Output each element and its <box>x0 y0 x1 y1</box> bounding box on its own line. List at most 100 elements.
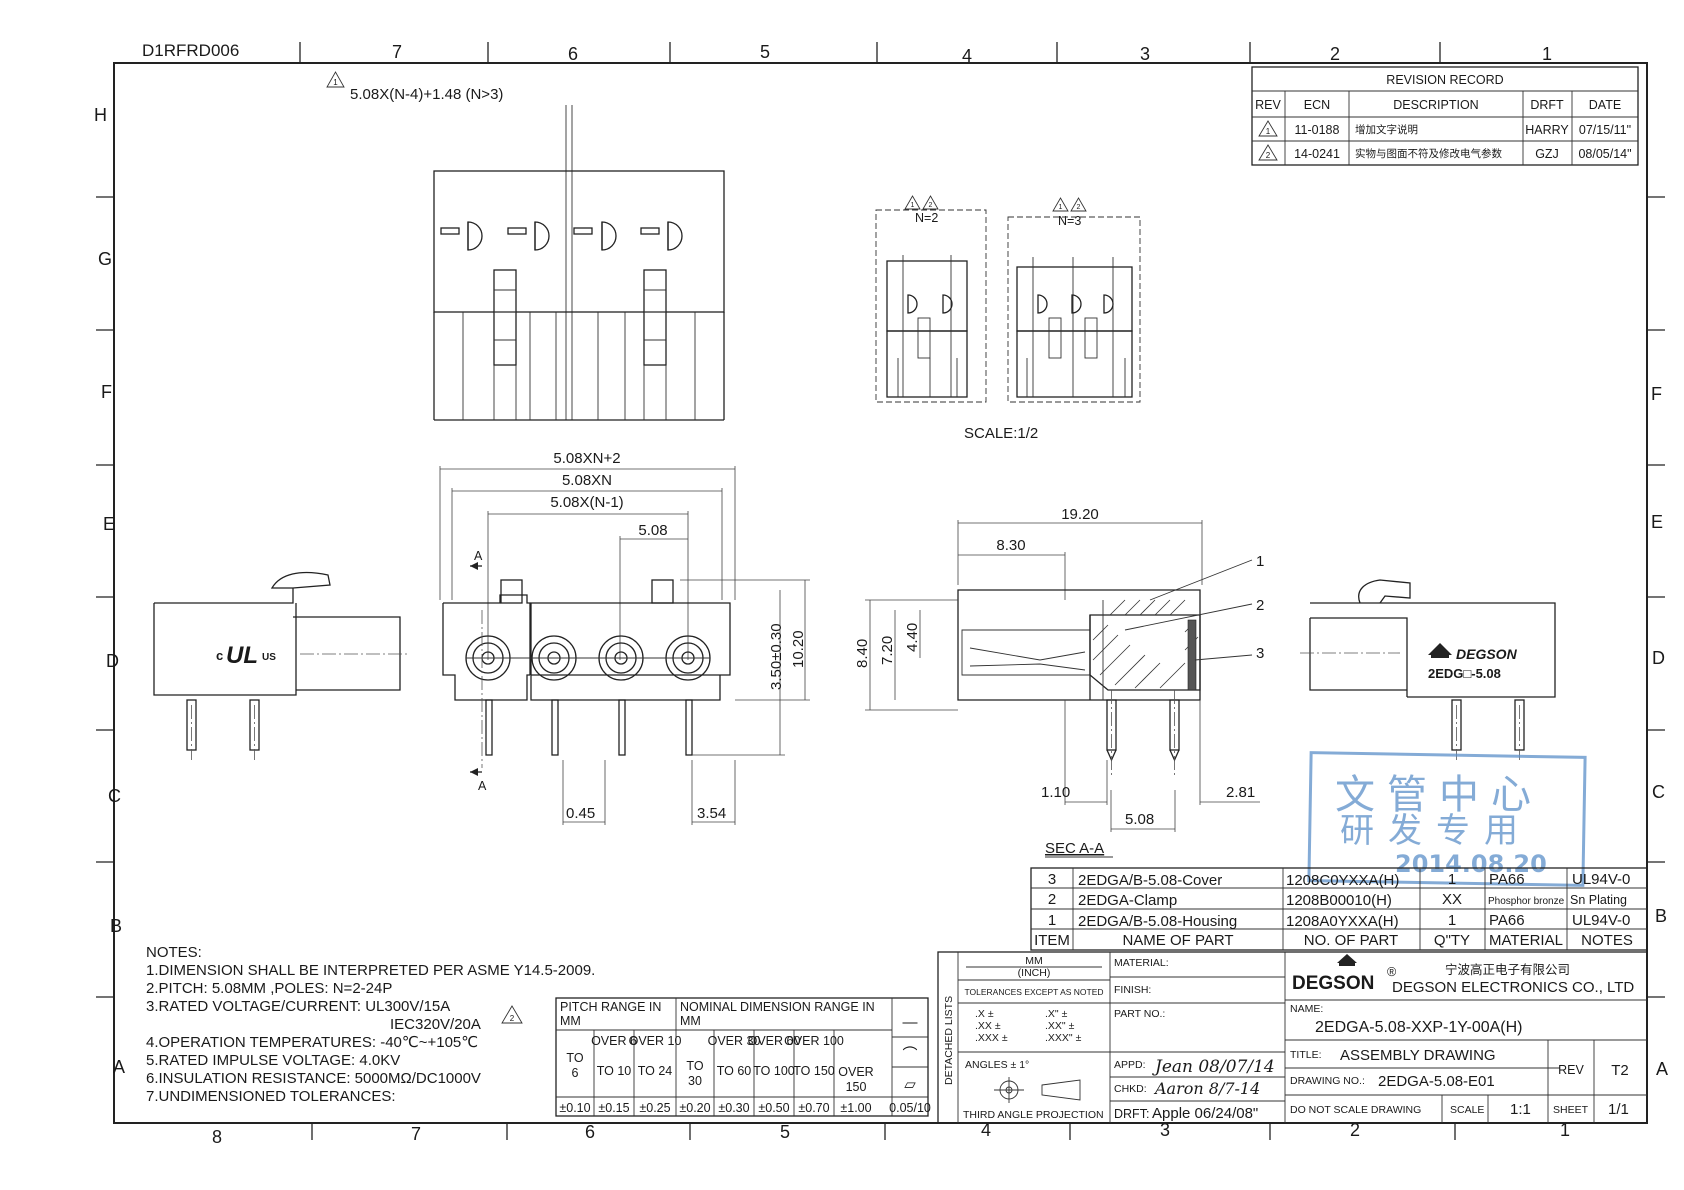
checked-signature: Aaron 8/7-14 <box>1153 1079 1260 1098</box>
tol-nom-col-3-top: OVER 60 <box>748 1034 801 1048</box>
bottom-col-4: 4 <box>981 1120 991 1140</box>
revision-row: 2 14-0241 实物与图面不符及修改电气参数 GZJ 08/05/14" <box>1258 144 1632 161</box>
tol-nom-col-5-tol: ±1.00 <box>840 1101 871 1115</box>
part-1-no: 1208A0YXXA(H) <box>1286 913 1399 930</box>
part-3-no: 1208C0YXXA(H) <box>1286 872 1399 889</box>
left-zone-labels: H G F E D C B A <box>94 105 125 1077</box>
variant-n2-view: 1 2 N=2 <box>875 195 987 403</box>
right-zone-labels: F E D C B A <box>1647 196 1668 1079</box>
company-name-en: DEGSON ELECTRONICS CO., LTD <box>1392 979 1634 996</box>
tol-xx-inch: .XX" ± <box>1045 1020 1075 1032</box>
tol-nom-col-5-bot: 150 <box>846 1080 867 1094</box>
parts-list: 3 2EDGA/B-5.08-Cover 1208C0YXXA(H) 1 PA6… <box>1030 867 1648 951</box>
parts-header-notes: NOTES <box>1581 932 1633 949</box>
part-2-name: 2EDGA-Clamp <box>1078 892 1177 909</box>
dim-sec-840: 8.40 <box>854 639 871 668</box>
tol-pitch-col-3-tol: ±0.25 <box>639 1101 670 1115</box>
part-3-name: 2EDGA/B-5.08-Cover <box>1078 872 1222 889</box>
tolerance-table: PITCH RANGE IN MM NOMINAL DIMENSION RANG… <box>555 997 931 1117</box>
parts-row: 3 2EDGA/B-5.08-Cover 1208C0YXXA(H) 1 PA6… <box>1048 871 1631 889</box>
dim-sec-281: 2.81 <box>1226 784 1255 801</box>
note-6: 6.INSULATION RESISTANCE: 5000MΩ/DC1000V <box>146 1070 481 1087</box>
parts-row: 1 2EDGA/B-5.08-Housing 1208A0YXXA(H) 1 P… <box>1048 912 1631 930</box>
right-row-b: B <box>1655 906 1667 926</box>
scale-label: SCALE <box>1450 1104 1484 1116</box>
units-mm: MM <box>1025 955 1043 967</box>
left-row-b: B <box>110 916 122 936</box>
drawing-no-value: 2EDGA-5.08-E01 <box>1378 1073 1495 1090</box>
section-a-a-view: 19.20 8.30 1 2 3 8.40 <box>854 506 1264 858</box>
tol-pitch-col-3-top: OVER 10 <box>629 1034 682 1048</box>
top-col-6: 6 <box>568 44 578 64</box>
rev-row-1-rev: 1 <box>1266 127 1271 136</box>
dim-sec-length: 19.20 <box>1061 506 1099 523</box>
bottom-col-1: 1 <box>1560 1120 1570 1140</box>
parts-header-qty: Q"TY <box>1434 932 1470 949</box>
dim-pitch: 5.08 <box>638 522 667 539</box>
part-2-notes: Sn Plating <box>1570 893 1627 907</box>
rev-header-date: DATE <box>1589 98 1621 112</box>
tol-profile-symbol: ⌒ <box>902 1046 917 1063</box>
rev-row-1-date: 07/15/11" <box>1579 123 1631 137</box>
part-1-qty: 1 <box>1448 912 1456 929</box>
material-label: MATERIAL: <box>1114 957 1169 969</box>
variant-n2-label: N=2 <box>915 211 938 225</box>
checked-label: CHKD: <box>1114 1083 1147 1095</box>
part-2-material: Phosphor bronze <box>1488 896 1565 907</box>
note-3: 3.RATED VOLTAGE/CURRENT: UL300V/15A <box>146 998 450 1015</box>
svg-text:1: 1 <box>1059 204 1063 211</box>
tol-x: .X ± <box>975 1008 994 1020</box>
rev-row-2-desc: 实物与图面不符及修改电气参数 <box>1355 147 1502 160</box>
note-1: 1.DIMENSION SHALL BE INTERPRETED PER ASM… <box>146 962 595 979</box>
revision-record: REVISION RECORD REV ECN DESCRIPTION DRFT… <box>1251 66 1639 166</box>
top-zone-labels: 7 6 5 4 3 2 1 <box>299 42 1552 66</box>
section-mark-top: A <box>474 549 483 563</box>
right-row-f: F <box>1651 384 1662 404</box>
tol-nom-col-4-top: OVER 100 <box>784 1034 844 1048</box>
variant-n3-view: 1 2 N=3 <box>1007 197 1141 403</box>
rev-row-1-ecn: 11-0188 <box>1295 123 1340 137</box>
tol-nom-col-4-bot: TO 150 <box>793 1064 835 1078</box>
right-row-a: A <box>1656 1059 1668 1079</box>
callout-2: 2 <box>1256 597 1264 614</box>
approved-signature: Jean 08/07/14 <box>1152 1057 1275 1077</box>
tol-nom-col-1-bot: 30 <box>688 1074 702 1088</box>
tol-nom-col-2-bot: TO 60 <box>717 1064 752 1078</box>
parts-header-no: NO. OF PART <box>1304 932 1398 949</box>
rev-label: REV <box>1558 1063 1584 1077</box>
dim-pitch-n1: 5.08X(N-1) <box>550 494 623 511</box>
tol-nom-col-3-bot: TO 100 <box>753 1064 795 1078</box>
part-1-name: 2EDGA/B-5.08-Housing <box>1078 913 1237 930</box>
note-3b: IEC320V/20A <box>390 1016 481 1033</box>
dim-sec-508: 5.08 <box>1125 811 1154 828</box>
left-row-c: C <box>108 786 121 806</box>
left-row-h: H <box>94 105 107 125</box>
bottom-col-5: 5 <box>780 1122 790 1142</box>
tol-nom-col-4-tol: ±0.70 <box>798 1101 829 1115</box>
title-label: TITLE: <box>1290 1049 1322 1061</box>
dim-sec-830: 8.30 <box>996 537 1025 554</box>
tol-pitch-col-2-bot: TO 10 <box>597 1064 632 1078</box>
parts-header-item: ITEM <box>1034 932 1070 949</box>
left-row-d: D <box>106 651 119 671</box>
name-label: NAME: <box>1290 1003 1323 1015</box>
part-3-material: PA66 <box>1489 871 1525 888</box>
revision-title: REVISION RECORD <box>1386 73 1503 87</box>
ul-c: c <box>216 648 223 663</box>
degson-side-part: 2EDG□-5.08 <box>1428 666 1501 681</box>
callout-3: 3 <box>1256 645 1264 662</box>
notes-block: NOTES: 1.DIMENSION SHALL BE INTERPRETED … <box>146 944 595 1105</box>
bottom-col-6: 6 <box>585 1122 595 1142</box>
rev-header-ecn: ECN <box>1304 98 1330 112</box>
note-4: 4.OPERATION TEMPERATURES: -40℃~+105℃ <box>146 1034 478 1051</box>
do-not-scale: DO NOT SCALE DRAWING <box>1290 1104 1421 1116</box>
company-name-cn: 宁波高正电子有限公司 <box>1445 962 1570 977</box>
top-col-2: 2 <box>1330 44 1340 64</box>
part-3-notes: UL94V-0 <box>1572 871 1630 888</box>
top-col-1: 1 <box>1542 44 1552 64</box>
stamp-line2: 研发专用 <box>1340 811 1532 851</box>
part-3-qty: 1 <box>1448 871 1456 888</box>
top-col-4: 4 <box>962 46 972 66</box>
ul-logo: UL <box>226 642 258 669</box>
top-col-7: 7 <box>392 42 402 62</box>
